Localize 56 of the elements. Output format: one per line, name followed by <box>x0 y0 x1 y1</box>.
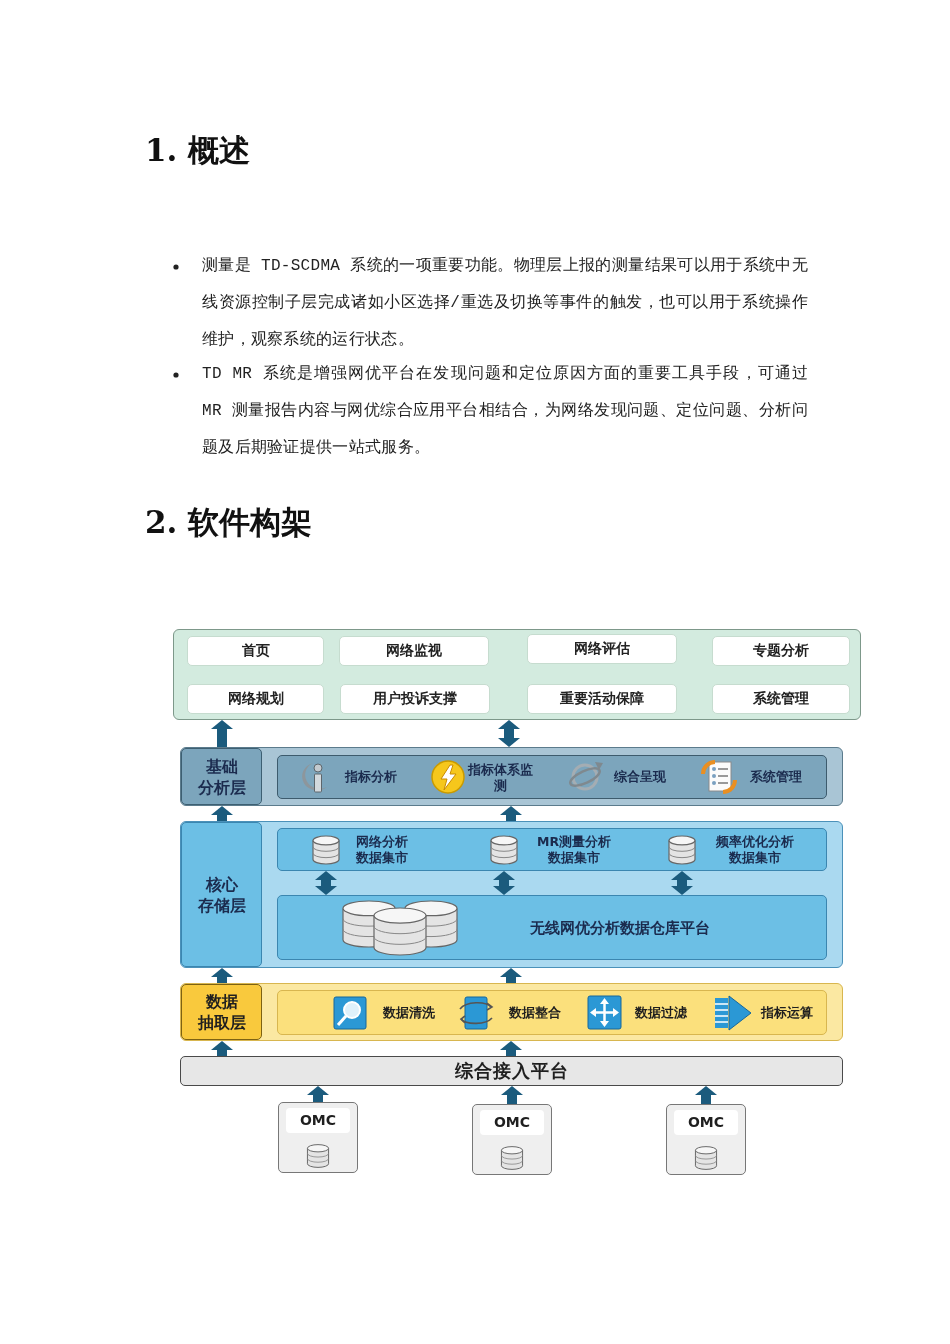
bullet-paragraph: 测量是 TD-SCDMA 系统的一项重要功能。物理层上报的测量结果可以用于系统中无线资源控制子层完成诸如小区选择/重选及切换等事件的触发，也可以用于系统操作维护，观察系统的运行状态。 <box>202 255 808 351</box>
source-label: OMC <box>480 1110 544 1135</box>
arrow <box>500 806 522 821</box>
layer-band <box>180 821 843 968</box>
datamart-panel <box>277 828 827 871</box>
bullet-paragraph: TD MR 系统是增强网优平台在发现问题和定位原因方面的重要工具手段，可通过 MR 测量报告内容与网优综合应用平台相结合，为网络发现问题、定位问题、分析问题及后期验证提供一站式服务。 <box>202 363 808 459</box>
warehouse-panel <box>277 895 827 960</box>
datamart-label: 网络分析数据集市 <box>355 834 409 865</box>
arrow <box>211 806 233 821</box>
double-arrow <box>315 871 337 895</box>
module-tile: 网络监视 <box>339 636 489 666</box>
source-box <box>278 1102 358 1173</box>
application-panel <box>173 629 861 720</box>
module-tile: 系统管理 <box>712 684 850 714</box>
module-label: 指标体系监测 <box>466 762 534 793</box>
double-arrow <box>493 871 515 895</box>
layer-band <box>180 983 843 1041</box>
layer-label: 核心存储层 <box>181 822 262 967</box>
module-tile: 网络评估 <box>527 634 677 664</box>
module-tile: 专题分析 <box>712 636 850 666</box>
module-tile: 用户投诉支撑 <box>340 684 490 714</box>
section-heading: 1. 概述 <box>145 131 251 169</box>
arrow <box>695 1086 717 1104</box>
source-box <box>472 1104 552 1175</box>
arrow <box>211 720 233 747</box>
layer-label: 基础分析层 <box>181 748 262 805</box>
double-arrow <box>671 871 693 895</box>
datamart-label: 频率优化分析数据集市 <box>715 834 795 865</box>
arrow <box>211 968 233 983</box>
arrow <box>500 1041 522 1056</box>
arrow <box>211 1041 233 1056</box>
double-arrow <box>498 720 520 747</box>
step-label: 指标运算 <box>759 1005 814 1021</box>
module-tile: 重要活动保障 <box>527 684 677 714</box>
step-label: 数据过滤 <box>634 1005 688 1021</box>
module-label: 指标分析 <box>343 769 398 785</box>
module-panel <box>277 990 827 1035</box>
section-heading: 2. 软件构架 <box>145 503 313 541</box>
module-label: 系统管理 <box>749 769 803 785</box>
arrow <box>307 1086 329 1102</box>
platform-bar: 综合接入平台 <box>180 1056 843 1086</box>
source-label: OMC <box>286 1108 350 1133</box>
arrow <box>500 968 522 983</box>
module-label: 综合呈现 <box>613 769 667 785</box>
module-tile: 网络规划 <box>187 684 324 714</box>
source-label: OMC <box>674 1110 738 1135</box>
layer-band <box>180 747 843 806</box>
step-label: 数据整合 <box>508 1005 562 1021</box>
source-box <box>666 1104 746 1175</box>
datamart-label: MR测量分析数据集市 <box>535 834 613 865</box>
module-panel <box>277 755 827 799</box>
arrow <box>501 1086 523 1104</box>
layer-label: 数据抽取层 <box>181 984 262 1040</box>
module-tile: 首页 <box>187 636 324 666</box>
warehouse-label: 无线网优分析数据仓库平台 <box>529 919 711 937</box>
step-label: 数据清洗 <box>382 1005 436 1021</box>
